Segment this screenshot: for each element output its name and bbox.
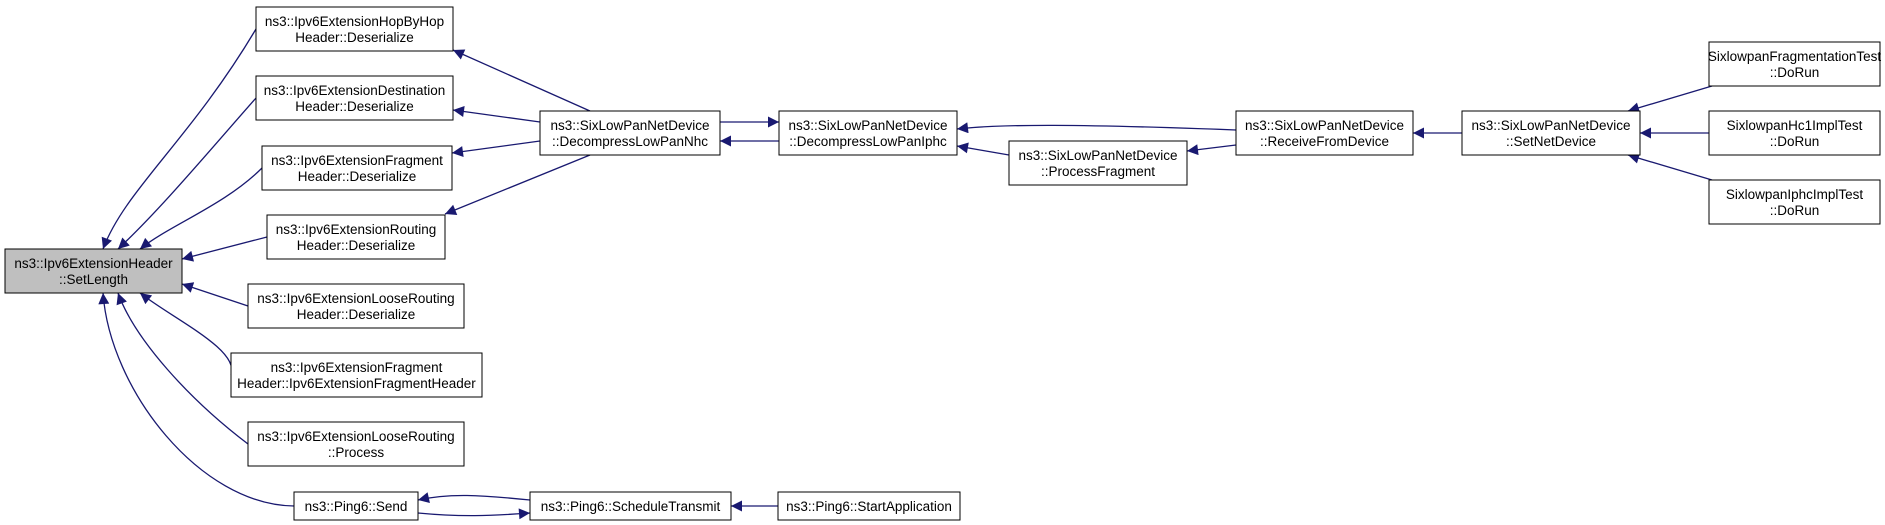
edge-ping_sched-to-ping_send (417, 492, 531, 504)
edge-decomp_nhc-to-rout_deser (444, 154, 591, 215)
node-box[interactable] (778, 110, 958, 156)
node-label-line: SixlowpanFragmentationTest (1708, 49, 1882, 64)
node-hbh_deser[interactable]: ns3::Ipv6ExtensionHopByHopHeader::Deseri… (255, 6, 454, 52)
node-box[interactable] (529, 491, 732, 521)
node-box[interactable] (1235, 110, 1414, 156)
edge-rout_deser-to-setlength (181, 236, 268, 262)
node-label-line: ns3::Ipv6ExtensionLooseRouting (257, 291, 454, 306)
node-loose_deser[interactable]: ns3::Ipv6ExtensionLooseRoutingHeader::De… (247, 283, 465, 329)
node-label-line: Header::Deserialize (295, 99, 414, 114)
edge-decomp_nhc-to-hbh_deser (452, 49, 591, 112)
node-test_frag[interactable]: SixlowpanFragmentationTest::DoRun (1708, 41, 1882, 87)
node-label-line: ::ProcessFragment (1041, 164, 1155, 179)
node-label-line: ns3::Ipv6ExtensionHopByHop (265, 14, 444, 29)
node-recv_dev[interactable]: ns3::SixLowPanNetDevice::ReceiveFromDevi… (1235, 110, 1414, 156)
node-label-line: ns3::SixLowPanNetDevice (1471, 118, 1630, 133)
edge-dest_deser-to-setlength (117, 97, 257, 250)
node-loose_process[interactable]: ns3::Ipv6ExtensionLooseRouting::Process (247, 421, 465, 467)
node-label-line: ns3::Ping6::Send (305, 499, 408, 514)
node-label-line: ns3::Ipv6ExtensionHeader (14, 256, 173, 271)
node-box[interactable] (4, 248, 183, 294)
edge-decomp_nhc-to-frag_deser (451, 140, 541, 157)
node-label-line: SixlowpanHc1ImplTest (1727, 118, 1863, 133)
edge-proc_frag-to-decomp_iphc (956, 142, 1010, 156)
node-decomp_iphc[interactable]: ns3::SixLowPanNetDevice::DecompressLowPa… (778, 110, 958, 156)
node-label-line: Header::Deserialize (298, 169, 417, 184)
node-label-line: ns3::Ping6::StartApplication (786, 499, 952, 514)
edge-ping_send-to-ping_sched (417, 508, 531, 520)
node-label-line: Header::Deserialize (297, 238, 416, 253)
node-label-line: ns3::SixLowPanNetDevice (1018, 148, 1177, 163)
node-label-line: ns3::SixLowPanNetDevice (550, 118, 709, 133)
node-setlength[interactable]: ns3::Ipv6ExtensionHeader::SetLength (4, 248, 183, 294)
node-label-line: ns3::SixLowPanNetDevice (788, 118, 947, 133)
node-box[interactable] (230, 352, 483, 398)
node-box[interactable] (1461, 110, 1641, 156)
node-box[interactable] (247, 283, 465, 329)
node-label-line: ns3::SixLowPanNetDevice (1245, 118, 1404, 133)
node-proc_frag[interactable]: ns3::SixLowPanNetDevice::ProcessFragment (1008, 140, 1188, 186)
node-box[interactable] (255, 75, 454, 121)
node-dest_deser[interactable]: ns3::Ipv6ExtensionDestinationHeader::Des… (255, 75, 454, 121)
node-box[interactable] (1708, 110, 1881, 156)
edge-hbh_deser-to-setlength (101, 28, 257, 250)
edge-loose_process-to-setlength (116, 292, 249, 445)
node-box[interactable] (255, 6, 454, 52)
node-label-line: ns3::Ipv6ExtensionFragment (271, 153, 443, 168)
node-box[interactable] (1708, 41, 1881, 87)
node-box[interactable] (1008, 140, 1188, 186)
node-label-line: ::DoRun (1770, 134, 1820, 149)
node-label-line: ns3::Ipv6ExtensionLooseRouting (257, 429, 454, 444)
node-label-line: SixlowpanIphcImplTest (1726, 187, 1864, 202)
node-ping_start[interactable]: ns3::Ping6::StartApplication (777, 491, 961, 521)
edge-test_iphc-to-set_netdev (1627, 152, 1713, 181)
node-label-line: ns3::Ipv6ExtensionRouting (276, 222, 437, 237)
node-label-line: ns3::Ipv6ExtensionFragment (271, 360, 443, 375)
edge-decomp_nhc-to-dest_deser (452, 106, 541, 123)
node-label-line: Header::Ipv6ExtensionFragmentHeader (237, 376, 476, 391)
node-set_netdev[interactable]: ns3::SixLowPanNetDevice::SetNetDevice (1461, 110, 1641, 156)
node-label-line: ::DoRun (1770, 65, 1820, 80)
node-label-line: ::Process (328, 445, 385, 460)
node-label-line: ::SetLength (59, 272, 128, 287)
node-ping_send[interactable]: ns3::Ping6::Send (293, 491, 419, 521)
node-ping_sched[interactable]: ns3::Ping6::ScheduleTransmit (529, 491, 732, 521)
node-box[interactable] (261, 145, 453, 191)
edge-test_frag-to-set_netdev (1627, 85, 1713, 114)
node-label-line: ::DoRun (1770, 203, 1820, 218)
edge-recv_dev-to-decomp_iphc (956, 122, 1237, 134)
node-box[interactable] (247, 421, 465, 467)
node-box[interactable] (1708, 179, 1881, 225)
edge-recv_dev-to-proc_frag (1186, 144, 1237, 156)
edge-loose_deser-to-setlength (181, 282, 249, 307)
edge-ping_send-to-setlength (98, 292, 295, 507)
node-box[interactable] (539, 110, 721, 156)
node-test_iphc[interactable]: SixlowpanIphcImplTest::DoRun (1708, 179, 1881, 225)
edge-frag_ctor-to-setlength (139, 292, 233, 376)
node-test_hc1[interactable]: SixlowpanHc1ImplTest::DoRun (1708, 110, 1881, 156)
node-frag_deser[interactable]: ns3::Ipv6ExtensionFragmentHeader::Deseri… (261, 145, 453, 191)
node-label-line: ns3::Ping6::ScheduleTransmit (541, 499, 721, 514)
node-label-line: ::DecompressLowPanIphc (789, 134, 947, 149)
node-label-line: ns3::Ipv6ExtensionDestination (264, 83, 446, 98)
node-rout_deser[interactable]: ns3::Ipv6ExtensionRoutingHeader::Deseria… (266, 214, 446, 260)
node-label-line: ::DecompressLowPanNhc (552, 134, 708, 149)
node-box[interactable] (777, 491, 961, 521)
node-box[interactable] (293, 491, 419, 521)
node-label-line: ::ReceiveFromDevice (1260, 134, 1389, 149)
node-label-line: Header::Deserialize (295, 30, 414, 45)
node-label-line: ::SetNetDevice (1506, 134, 1596, 149)
node-frag_ctor[interactable]: ns3::Ipv6ExtensionFragmentHeader::Ipv6Ex… (230, 352, 483, 398)
node-decomp_nhc[interactable]: ns3::SixLowPanNetDevice::DecompressLowPa… (539, 110, 721, 156)
edge-frag_deser-to-setlength (139, 167, 263, 250)
nodes-layer: ns3::Ipv6ExtensionHeader::SetLengthns3::… (4, 6, 1882, 521)
node-label-line: Header::Deserialize (297, 307, 416, 322)
node-box[interactable] (266, 214, 446, 260)
